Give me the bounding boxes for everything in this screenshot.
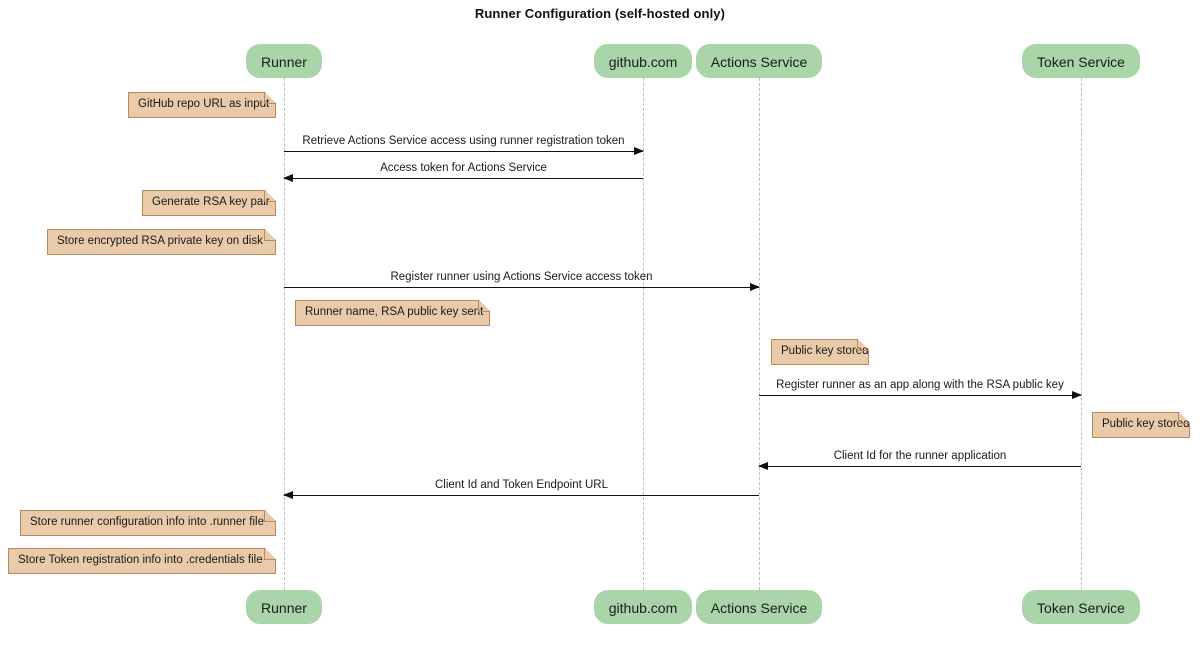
participant-label: Token Service [1037, 54, 1125, 70]
participant-github-bottom[interactable]: github.com [594, 590, 692, 624]
message-label: Access token for Actions Service [380, 162, 547, 174]
lifeline-actions [759, 78, 760, 590]
participant-github-top[interactable]: github.com [594, 44, 692, 78]
note-label: Store runner configuration info into .ru… [30, 516, 264, 528]
participant-runner-bottom[interactable]: Runner [246, 590, 322, 624]
message-line [759, 395, 1081, 396]
note-fold-edge [264, 190, 276, 202]
note-n7: Store runner configuration info into .ru… [20, 510, 276, 536]
participant-token-top[interactable]: Token Service [1022, 44, 1140, 78]
arrowhead-icon [283, 173, 293, 182]
message-label: Client Id and Token Endpoint URL [434, 479, 609, 491]
note-fold-edge [264, 92, 276, 104]
lifeline-runner [284, 78, 285, 590]
note-fold-icon [265, 229, 276, 240]
lifeline-token [1081, 78, 1082, 590]
participant-label: Runner [261, 600, 307, 616]
note-fold-icon [265, 92, 276, 103]
arrowhead-icon [634, 146, 644, 155]
note-label: Store Token registration info into .cred… [18, 554, 263, 566]
message-label: Register runner using Actions Service ac… [390, 271, 653, 283]
participant-actions-bottom[interactable]: Actions Service [696, 590, 822, 624]
note-n3: Store encrypted RSA private key on disk [47, 229, 276, 255]
arrowhead-icon [283, 490, 293, 499]
note-n8: Store Token registration info into .cred… [8, 548, 276, 574]
note-fold-icon [265, 190, 276, 201]
note-fold-icon [265, 510, 276, 521]
diagram-title: Runner Configuration (self-hosted only) [474, 6, 726, 21]
message-line [284, 178, 643, 179]
note-fold-edge [264, 510, 276, 522]
participant-token-bottom[interactable]: Token Service [1022, 590, 1140, 624]
participant-label: Runner [261, 54, 307, 70]
message-label: Client Id for the runner application [833, 450, 1007, 462]
participant-label: github.com [608, 54, 678, 70]
arrowhead-icon [1072, 390, 1082, 399]
note-label: Public key stored [781, 345, 869, 357]
arrowhead-icon [758, 461, 768, 470]
note-fold-edge [478, 300, 490, 312]
note-label: Store encrypted RSA private key on disk [57, 235, 263, 247]
note-label: Runner name, RSA public key sent [305, 306, 484, 318]
note-label: Generate RSA key pair [152, 196, 270, 208]
note-fold-edge [264, 229, 276, 241]
note-label: Public key stored [1102, 418, 1190, 430]
participant-label: Token Service [1037, 600, 1125, 616]
participant-actions-top[interactable]: Actions Service [696, 44, 822, 78]
message-line [284, 287, 759, 288]
note-n1: GitHub repo URL as input [128, 92, 276, 118]
arrowhead-icon [750, 282, 760, 291]
note-n4: Runner name, RSA public key sent [295, 300, 490, 326]
lifeline-github [643, 78, 644, 590]
message-line [284, 151, 643, 152]
note-n5: Public key stored [771, 339, 869, 365]
note-n6: Public key stored [1092, 412, 1190, 438]
note-n2: Generate RSA key pair [142, 190, 276, 216]
note-fold-icon [858, 339, 869, 350]
note-fold-icon [265, 548, 276, 559]
participant-label: github.com [608, 600, 678, 616]
participant-label: Actions Service [710, 600, 808, 616]
message-label: Register runner as an app along with the… [776, 379, 1064, 391]
note-fold-icon [479, 300, 490, 311]
message-label: Retrieve Actions Service access using ru… [302, 135, 625, 147]
note-label: GitHub repo URL as input [138, 98, 270, 110]
note-fold-icon [1179, 412, 1190, 423]
message-line [759, 466, 1081, 467]
note-fold-edge [857, 339, 869, 351]
participant-label: Actions Service [710, 54, 808, 70]
participant-runner-top[interactable]: Runner [246, 44, 322, 78]
note-fold-edge [1178, 412, 1190, 424]
message-line [284, 495, 759, 496]
note-fold-edge [264, 548, 276, 560]
